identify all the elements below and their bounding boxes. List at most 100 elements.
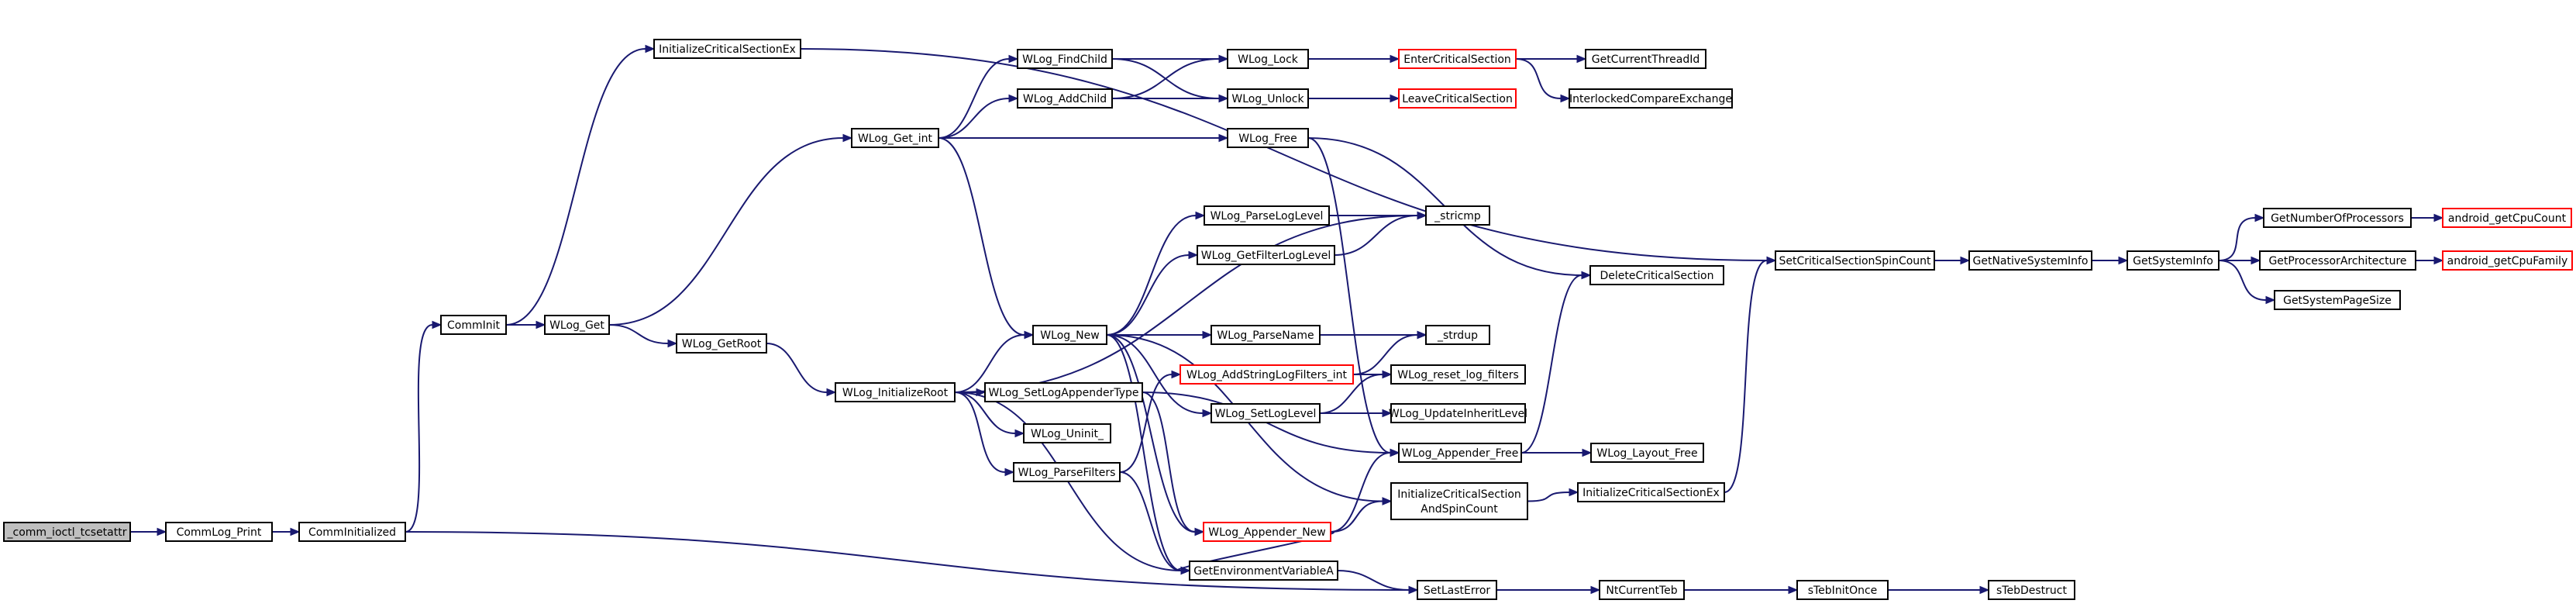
node-box[interactable] xyxy=(1211,403,1321,423)
node-wlog-uninit[interactable]: WLog_Uninit_ xyxy=(1023,423,1111,443)
node-wlog-get-int[interactable]: WLog_Get_int xyxy=(851,128,939,148)
node-android-getcpufamily[interactable]: android_getCpuFamily xyxy=(2442,250,2573,271)
node-box[interactable] xyxy=(1390,364,1526,385)
node-box[interactable] xyxy=(1211,325,1321,345)
node-getsystempagesize[interactable]: GetSystemPageSize xyxy=(2274,290,2401,310)
node-box[interactable] xyxy=(1023,423,1111,443)
node-box[interactable] xyxy=(653,39,801,59)
node-deletecriticalsection[interactable]: DeleteCriticalSection xyxy=(1589,265,1724,285)
node-box[interactable] xyxy=(1180,364,1354,385)
node-box[interactable] xyxy=(1227,49,1309,69)
node-box[interactable] xyxy=(165,522,273,542)
node-wlog-initializeroot[interactable]: WLog_InitializeRoot xyxy=(835,382,956,402)
node-wlog-setlogappendertype[interactable]: WLog_SetLogAppenderType xyxy=(984,382,1143,402)
node-wlog-appender-new[interactable]: WLog_Appender_New xyxy=(1203,522,1331,542)
node-wlog-setloglevel[interactable]: WLog_SetLogLevel xyxy=(1211,403,1321,423)
node-wlog-free[interactable]: WLog_Free xyxy=(1227,128,1309,148)
node-initializecriticalsectionex[interactable]: InitializeCriticalSectionEx xyxy=(1577,482,1725,502)
node-box[interactable] xyxy=(544,315,610,335)
node-wlog-get[interactable]: WLog_Get xyxy=(544,315,610,335)
node-wlog-parseloglevel[interactable]: WLog_ParseLogLevel xyxy=(1204,205,1330,226)
node-comm-ioctl-tcsetattr[interactable]: _comm_ioctl_tcsetattr xyxy=(3,522,131,542)
node-box[interactable] xyxy=(1017,88,1113,109)
node-getprocessorarchitecture[interactable]: GetProcessorArchitecture xyxy=(2259,250,2416,271)
node-leavecriticalsection[interactable]: LeaveCriticalSection xyxy=(1398,88,1517,109)
node-strdup[interactable]: _strdup xyxy=(1425,325,1490,345)
node-box[interactable] xyxy=(835,382,956,402)
node-wlog-parsefilters[interactable]: WLog_ParseFilters xyxy=(1013,462,1121,482)
node-box[interactable] xyxy=(2259,250,2416,271)
node-wlog-lock[interactable]: WLog_Lock xyxy=(1227,49,1309,69)
node-stebdestruct[interactable]: sTebDestruct xyxy=(1988,580,2075,600)
node-box[interactable] xyxy=(1589,265,1724,285)
node-box[interactable] xyxy=(1796,580,1889,600)
node-box[interactable] xyxy=(1032,325,1107,345)
node-box[interactable] xyxy=(1417,580,1497,600)
node-box[interactable] xyxy=(1204,205,1330,226)
node-wlog-unlock[interactable]: WLog_Unlock xyxy=(1227,88,1309,109)
node-box[interactable] xyxy=(1398,49,1517,69)
node-box[interactable] xyxy=(1017,49,1113,69)
node-box[interactable] xyxy=(1569,88,1733,109)
node-wlog-addstringlogfilters-int[interactable]: WLog_AddStringLogFilters_int xyxy=(1180,364,1354,385)
node-box[interactable] xyxy=(298,522,406,542)
node-box[interactable] xyxy=(1968,250,2092,271)
node-setcriticalsectionspincount[interactable]: SetCriticalSectionSpinCount xyxy=(1775,250,1935,271)
node-box[interactable] xyxy=(1189,561,1338,581)
node-box[interactable] xyxy=(1013,462,1121,482)
node-wlog-getfilterloglevel[interactable]: WLog_GetFilterLogLevel xyxy=(1197,245,1335,265)
node-commlog-print[interactable]: CommLog_Print xyxy=(165,522,273,542)
node-wlog-new[interactable]: WLog_New xyxy=(1032,325,1107,345)
node-box[interactable] xyxy=(1585,49,1706,69)
node-box[interactable] xyxy=(2274,290,2401,310)
node-wlog-layout-free[interactable]: WLog_Layout_Free xyxy=(1590,443,1704,463)
node-box[interactable] xyxy=(1227,128,1309,148)
node-comminitialized[interactable]: CommInitialized xyxy=(298,522,406,542)
node-box[interactable] xyxy=(1390,403,1526,423)
node-box[interactable] xyxy=(2442,208,2572,228)
node-box[interactable] xyxy=(440,315,507,335)
node-box[interactable] xyxy=(1398,88,1517,109)
node-box[interactable] xyxy=(1398,443,1522,463)
node-wlog-reset-log-filters[interactable]: WLog_reset_log_filters xyxy=(1390,364,1526,385)
node-getnativesysteminfo[interactable]: GetNativeSystemInfo xyxy=(1968,250,2092,271)
node-entercriticalsection[interactable]: EnterCriticalSection xyxy=(1398,49,1517,69)
node-ntcurrentteb[interactable]: NtCurrentTeb xyxy=(1599,580,1685,600)
node-wlog-parsename[interactable]: WLog_ParseName xyxy=(1211,325,1321,345)
node-box[interactable] xyxy=(2127,250,2220,271)
node-wlog-getroot[interactable]: WLog_GetRoot xyxy=(676,333,767,354)
node-box[interactable] xyxy=(1988,580,2075,600)
node-wlog-addchild[interactable]: WLog_AddChild xyxy=(1017,88,1113,109)
node-getcurrentthreadid[interactable]: GetCurrentThreadId xyxy=(1585,49,1706,69)
node-box[interactable] xyxy=(1599,580,1685,600)
node-box[interactable] xyxy=(1775,250,1935,271)
node-interlockedcompareexchange[interactable]: InterlockedCompareExchange xyxy=(1569,88,1733,109)
node-wlog-findchild[interactable]: WLog_FindChild xyxy=(1017,49,1113,69)
node-box[interactable] xyxy=(1577,482,1725,502)
node-box[interactable] xyxy=(1425,325,1490,345)
node-getenvironmentvariablea[interactable]: GetEnvironmentVariableA xyxy=(1189,561,1338,581)
node-box[interactable] xyxy=(1425,205,1490,226)
node-box[interactable] xyxy=(1227,88,1309,109)
node-box[interactable] xyxy=(1390,482,1528,520)
node-box[interactable] xyxy=(1590,443,1704,463)
node-comminit[interactable]: CommInit xyxy=(440,315,507,335)
node-box[interactable] xyxy=(851,128,939,148)
node-stebinitonce[interactable]: sTebInitOnce xyxy=(1796,580,1889,600)
node-box[interactable] xyxy=(676,333,767,354)
node-getsysteminfo[interactable]: GetSystemInfo xyxy=(2127,250,2220,271)
node-stricmp[interactable]: _stricmp xyxy=(1425,205,1490,226)
node-setlasterror[interactable]: SetLastError xyxy=(1417,580,1497,600)
node-wlog-appender-free[interactable]: WLog_Appender_Free xyxy=(1398,443,1522,463)
node-android-getcpucount[interactable]: android_getCpuCount xyxy=(2442,208,2572,228)
node-box[interactable] xyxy=(3,522,131,542)
node-box[interactable] xyxy=(1197,245,1335,265)
node-box[interactable] xyxy=(2263,208,2412,228)
node-box[interactable] xyxy=(2442,250,2573,271)
node-box[interactable] xyxy=(984,382,1143,402)
node-initializecriticalsectionex[interactable]: InitializeCriticalSectionEx xyxy=(653,39,801,59)
node-getnumberofprocessors[interactable]: GetNumberOfProcessors xyxy=(2263,208,2412,228)
node-box[interactable] xyxy=(1203,522,1331,542)
node-wlog-updateinheritlevel[interactable]: WLog_UpdateInheritLevel xyxy=(1389,403,1527,423)
